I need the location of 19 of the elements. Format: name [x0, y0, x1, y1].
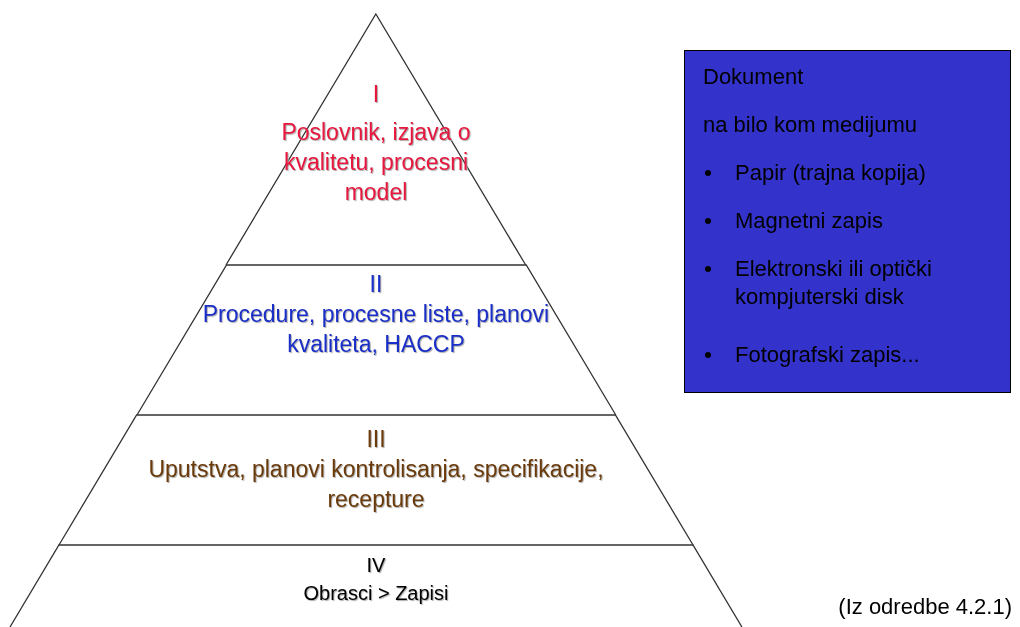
level-description: Obrasci > Zapisi [302, 581, 450, 606]
level-numeral: I [371, 80, 381, 109]
panel-text: na bilo kom medijumu [703, 111, 917, 139]
bullet-item: Papir (trajna kopija) [735, 159, 1005, 187]
level-numeral: II [368, 270, 384, 299]
level-description: Procedure, procesne liste, planovi kvaliteta, HACCP [201, 300, 551, 359]
source-note: (Iz odredbe 4.2.1) [838, 594, 1012, 620]
bullet-item: Magnetni zapis [735, 207, 1005, 235]
panel-heading: Dokument [703, 63, 804, 91]
bullet-item: Elektronski ili optički kompjuterski disk [735, 255, 1005, 310]
level-numeral: IV [365, 553, 387, 578]
level-numeral: III [365, 425, 387, 454]
pyramid-level [136, 265, 616, 415]
pyramid-level [59, 415, 693, 545]
bullet-item: Fotografski zapis... [735, 341, 1005, 369]
level-description: Uputstva, planovi kontrolisanja, specifikacije, recepture [147, 455, 605, 514]
pyramid-level [10, 545, 742, 627]
pyramid-level [226, 14, 526, 265]
info-panel [684, 50, 1011, 393]
